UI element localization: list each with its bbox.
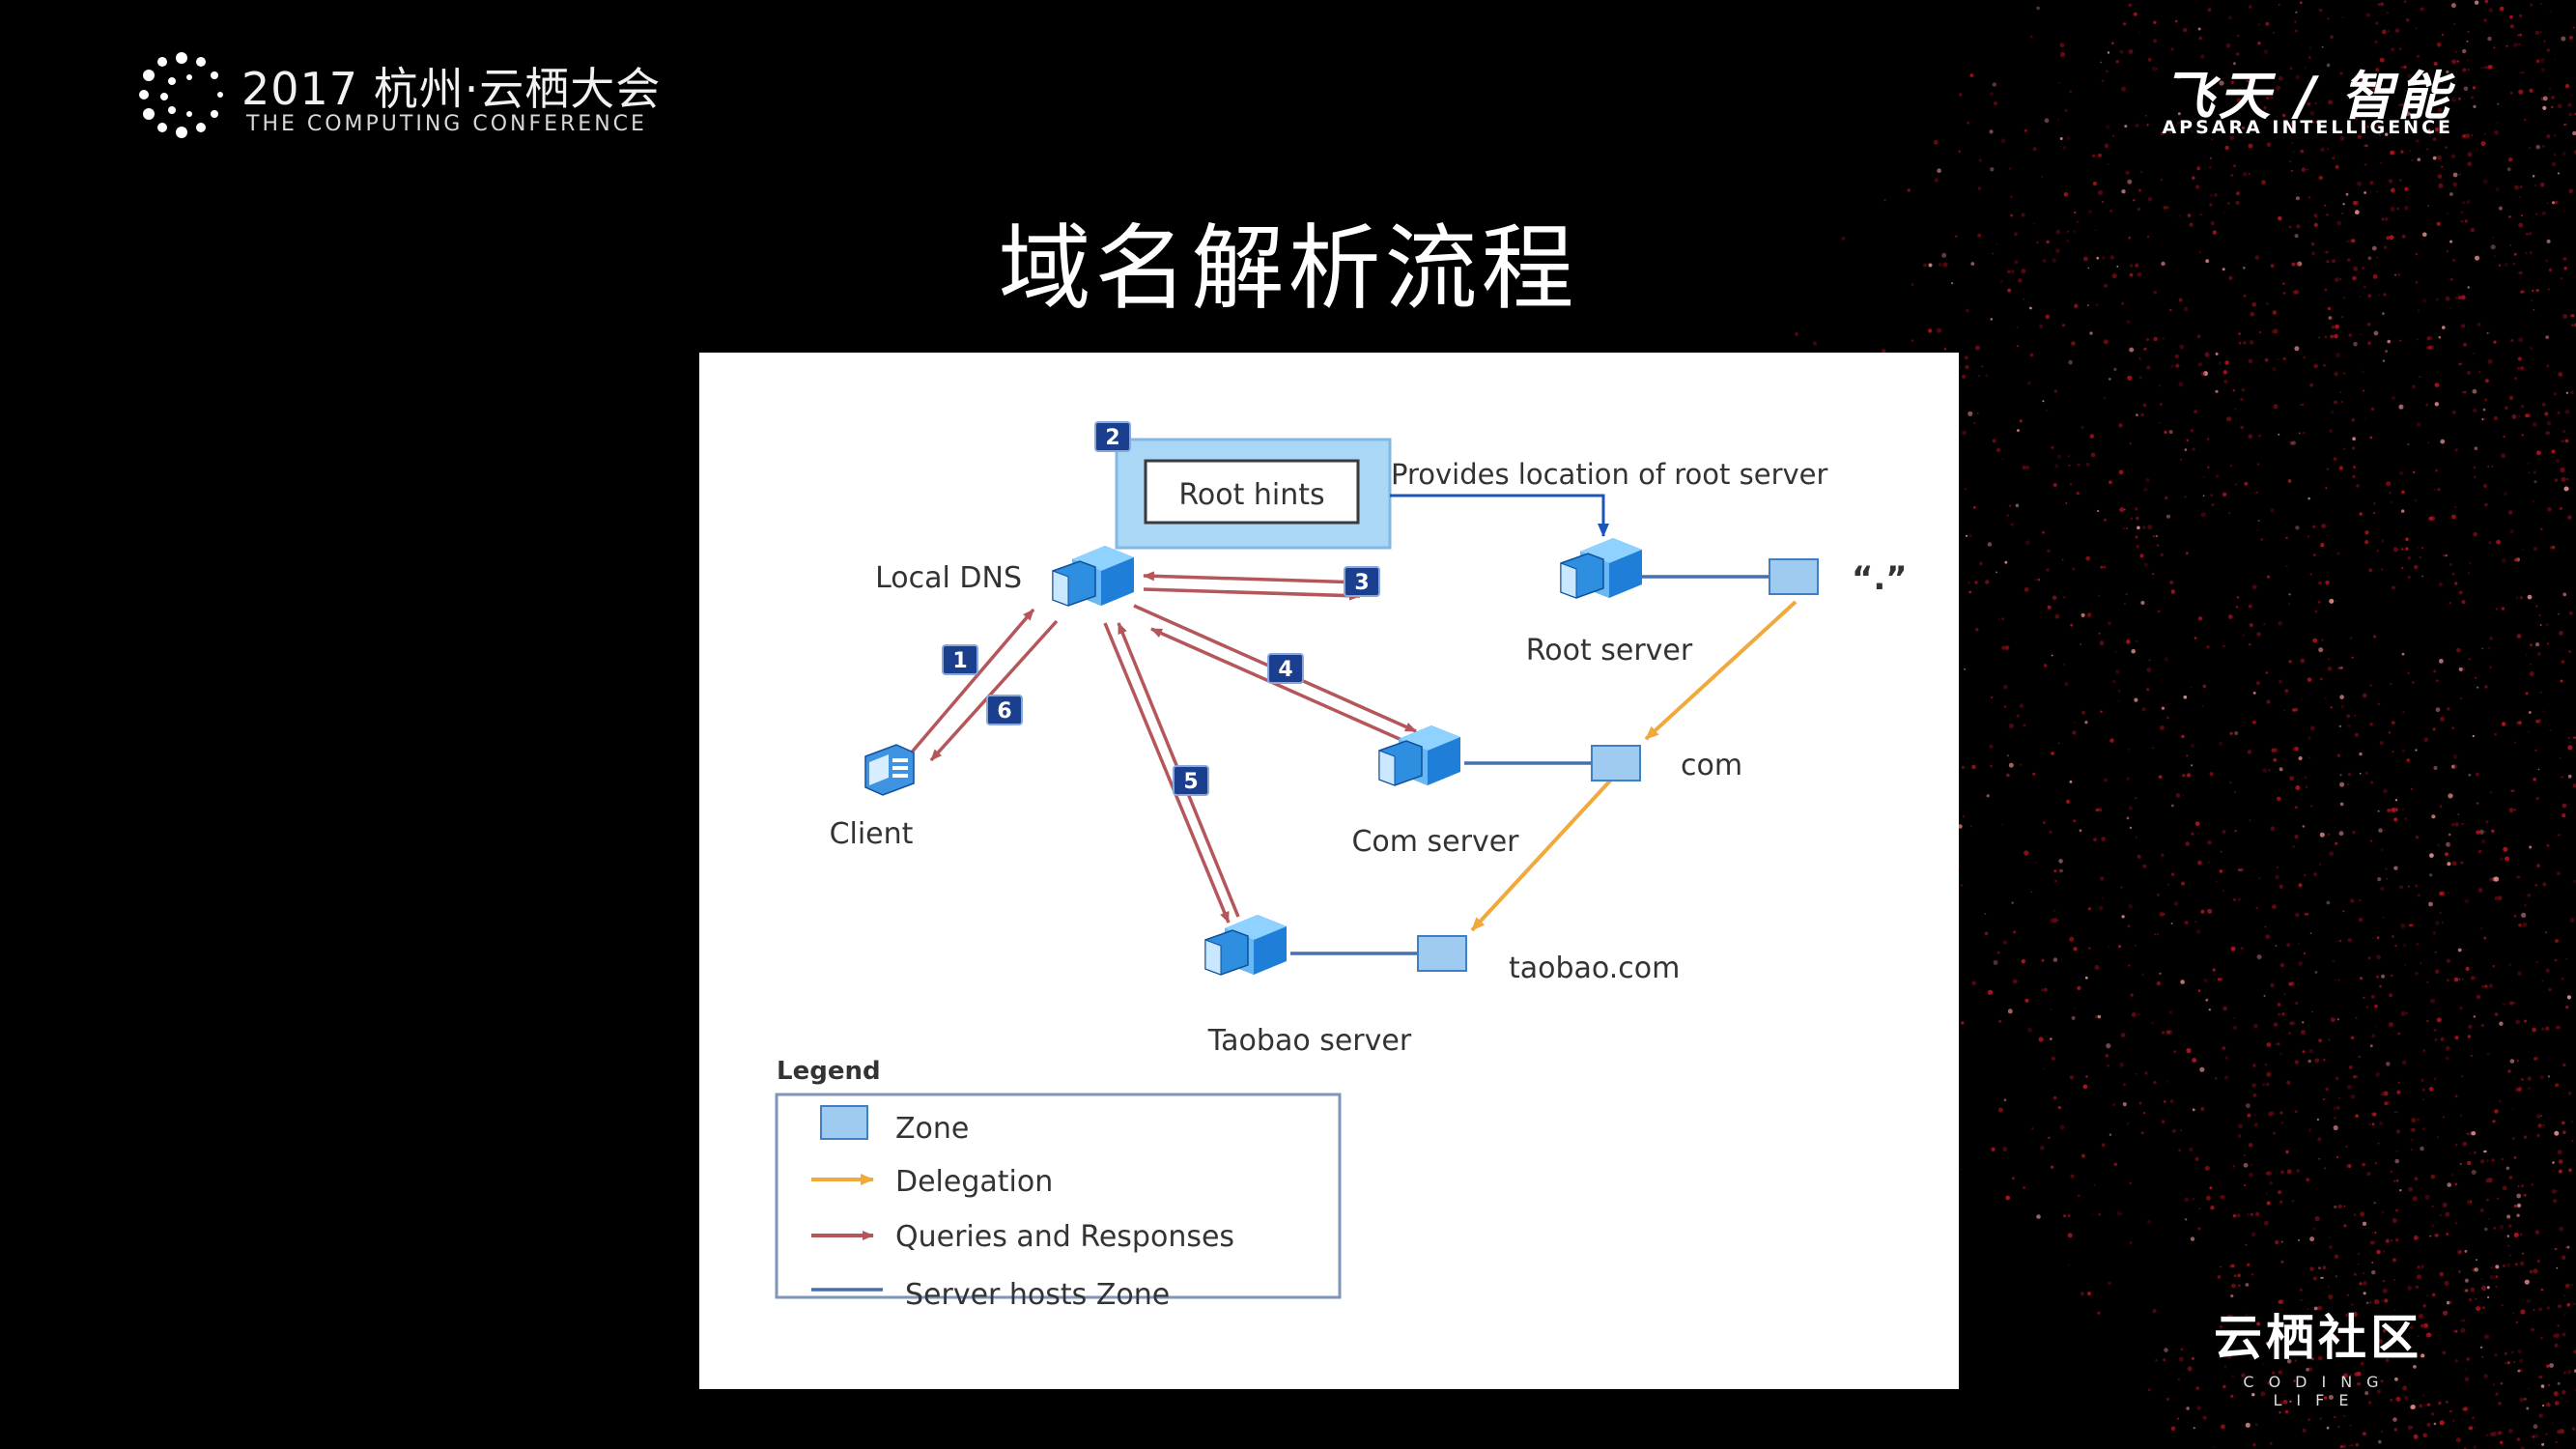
conference-title: 2017 杭州·云栖大会	[241, 63, 662, 115]
svg-text:6: 6	[997, 699, 1011, 724]
step-badge-3: 3	[1344, 566, 1380, 597]
root-zone-label: “.”	[1852, 559, 1908, 598]
query-arrows	[896, 571, 1417, 923]
root-server-icon	[1560, 537, 1643, 599]
provides-location-label: Provides location of root server	[1391, 458, 1827, 491]
svg-text:2: 2	[1105, 426, 1119, 450]
community-logo: 云栖社区 CODING LIFE	[2202, 1299, 2434, 1409]
root-hints-label: Root hints	[1178, 478, 1324, 512]
legend-title: Legend	[777, 1057, 881, 1086]
com-zone-box	[1591, 745, 1641, 781]
svg-text:3: 3	[1354, 571, 1369, 595]
root-hints-box	[1144, 459, 1360, 525]
step-badge-4: 4	[1267, 653, 1304, 684]
root-zone-box	[1769, 558, 1819, 595]
dns-diagram-panel: Root hints Provides location of root ser…	[699, 353, 1959, 1389]
legend-zone-swatch	[820, 1105, 868, 1140]
apsara-name: 飞天 / 智能	[2162, 66, 2453, 127]
svg-text:5: 5	[1183, 770, 1198, 794]
svg-text:1: 1	[952, 649, 967, 673]
conference-logo: 2017 杭州·云栖大会 THE COMPUTING CONFERENCE	[135, 48, 676, 145]
host-lines	[1290, 575, 1769, 955]
taobao-server-label: Taobao server	[1207, 1024, 1412, 1058]
apsara-logo: 飞天 / 智能 APSARA INTELLIGENCE	[2162, 53, 2453, 145]
step-badge-1: 1	[942, 644, 978, 675]
root-server-label: Root server	[1526, 634, 1693, 668]
taobao-zone-label: taobao.com	[1509, 952, 1680, 985]
com-zone-label: com	[1681, 749, 1742, 782]
delegation-arrows	[1470, 600, 1798, 932]
step-badge-2: 2	[1094, 421, 1131, 452]
local-dns-label: Local DNS	[875, 561, 1022, 595]
conference-subtitle: THE COMPUTING CONFERENCE	[246, 112, 647, 136]
client-label: Client	[830, 817, 914, 851]
legend-box	[775, 1093, 1342, 1299]
step-badge-6: 6	[986, 695, 1023, 725]
legend-hosts-label: Server hosts Zone	[905, 1278, 1170, 1312]
apsara-tagline: APSARA INTELLIGENCE	[2162, 117, 2453, 138]
community-name: 云栖社区	[2214, 1310, 2422, 1366]
step-badge-5: 5	[1173, 765, 1209, 796]
root-location-arrow	[1390, 494, 1609, 537]
legend-queries-label: Queries and Responses	[895, 1220, 1234, 1254]
legend-delegation-label: Delegation	[895, 1165, 1053, 1199]
local-dns-server-icon	[1052, 545, 1135, 607]
conference-mark-icon	[139, 52, 223, 138]
taobao-server-icon	[1204, 914, 1288, 976]
legend-zone-label: Zone	[895, 1112, 969, 1146]
community-tagline: CODING LIFE	[2243, 1373, 2393, 1409]
taobao-zone-box	[1417, 935, 1467, 972]
dns-resolution-diagram: Root hints Provides location of root ser…	[775, 421, 1908, 1312]
com-server-label: Com server	[1351, 825, 1519, 859]
slide-title: 域名解析流程	[998, 214, 1578, 323]
svg-text:4: 4	[1278, 658, 1292, 682]
client-computer-icon	[864, 744, 915, 796]
